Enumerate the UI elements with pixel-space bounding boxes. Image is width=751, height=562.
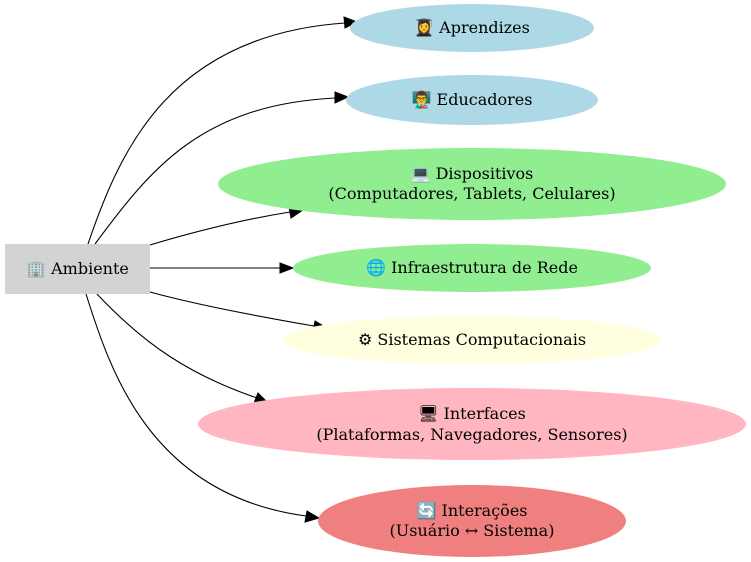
node-sistemas-label: ⚙ Sistemas Computacionais [358, 330, 586, 349]
node-interacoes-shape [318, 485, 626, 557]
edge-ambiente-educadores [94, 97, 336, 245]
node-infraestrutura-shape [293, 244, 651, 292]
node-sistemas-shape [282, 316, 662, 364]
node-interacoes-sublabel: (Usuário ↔ Sistema) [390, 521, 555, 540]
node-interfaces-label: 🖥 Interfaces [418, 404, 526, 423]
node-interfaces: 🖥 Interfaces (Plataformas, Navegadores, … [198, 388, 746, 460]
edge-ambiente-dispositivos [149, 211, 291, 246]
node-educadores-label: 👨‍🏫 Educadores [412, 90, 533, 109]
node-dispositivos-label: 💻 Dispositivos [411, 164, 534, 183]
node-sistemas: ⚙ Sistemas Computacionais [282, 316, 662, 364]
node-interacoes-label: 🔄 Interações [417, 501, 528, 520]
node-aprendizes: 👩‍🎓 Aprendizes [350, 4, 594, 52]
node-aprendizes-shape [350, 4, 594, 52]
node-dispositivos: 💻 Dispositivos (Computadores, Tablets, C… [218, 148, 726, 220]
edge-ambiente-sistemas [149, 291, 315, 327]
node-ambiente-label: 🏢 Ambiente [26, 259, 129, 278]
node-interacoes: 🔄 Interações (Usuário ↔ Sistema) [318, 485, 626, 557]
node-interfaces-shape [198, 388, 746, 460]
edge-ambiente-interfaces [96, 293, 258, 399]
node-ambiente: 🏢 Ambiente [5, 244, 150, 294]
edge-ambiente-interacoes [85, 293, 307, 517]
node-infraestrutura: 🌐 Infraestrutura de Rede [293, 244, 651, 292]
node-educadores-shape [346, 75, 598, 125]
node-dispositivos-sublabel: (Computadores, Tablets, Celulares) [328, 184, 615, 203]
edge-ambiente-aprendizes [87, 22, 346, 245]
node-dispositivos-shape [218, 148, 726, 220]
node-infraestrutura-label: 🌐 Infraestrutura de Rede [366, 258, 578, 277]
node-interfaces-sublabel: (Plataformas, Navegadores, Sensores) [316, 425, 627, 444]
node-educadores: 👨‍🏫 Educadores [346, 75, 598, 125]
arrow-infraestrutura [279, 262, 295, 274]
node-aprendizes-label: 👩‍🎓 Aprendizes [414, 18, 530, 37]
node-ambiente-box [5, 244, 150, 294]
arrow-educadores [334, 91, 350, 104]
arrow-interacoes [304, 510, 321, 523]
